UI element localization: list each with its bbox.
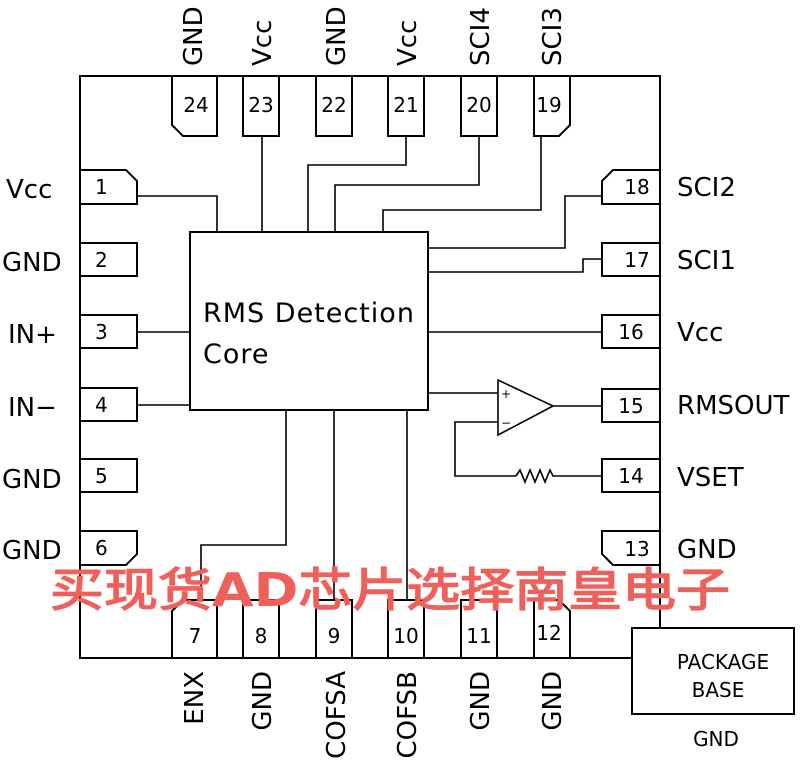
pin-16-name: Vcc bbox=[677, 318, 723, 348]
pin-12-number: 12 bbox=[536, 621, 561, 645]
pin-13-name: GND bbox=[677, 535, 737, 565]
opamp-minus-label: − bbox=[501, 416, 511, 430]
pin-18-name: SCI2 bbox=[677, 173, 736, 203]
pin-12: 12 GND bbox=[533, 599, 571, 731]
pin-2: 2 GND bbox=[2, 242, 138, 278]
pin-5: 5 GND bbox=[2, 458, 138, 495]
pin-23-number: 23 bbox=[248, 93, 273, 117]
pin-4-number: 4 bbox=[95, 393, 108, 417]
pin-22-number: 22 bbox=[321, 93, 346, 117]
pin-2-number: 2 bbox=[95, 248, 108, 272]
pin-19-number: 19 bbox=[536, 93, 561, 117]
pin-10: 10 COFSB bbox=[387, 599, 425, 758]
pin-20: 20 SCI4 bbox=[460, 7, 498, 137]
pin-9-name: COFSA bbox=[322, 671, 352, 759]
pin-10-number: 10 bbox=[393, 624, 418, 648]
pin-3-number: 3 bbox=[95, 320, 108, 344]
package-base-label-line1: PACKAGE bbox=[677, 650, 769, 674]
pin-21-number: 21 bbox=[393, 93, 418, 117]
pin-9-number: 9 bbox=[328, 624, 341, 648]
pin-24: 24 GND bbox=[171, 6, 218, 137]
pin-4: 4 IN− bbox=[8, 387, 138, 423]
pin-6: 6 GND bbox=[2, 530, 138, 566]
pin-13-number: 13 bbox=[624, 537, 649, 561]
pin-15-name: RMSOUT bbox=[677, 391, 789, 421]
watermark-text: 买现货AD芯片选择南皇电子 bbox=[50, 563, 730, 617]
pin-22: 22 GND bbox=[315, 6, 353, 137]
pin-8-number: 8 bbox=[255, 624, 268, 648]
package-base-label-line2: BASE bbox=[692, 678, 745, 702]
pin-17-number: 17 bbox=[624, 248, 649, 272]
pin-23-name: Vcc bbox=[248, 20, 278, 66]
pin-6-name: GND bbox=[2, 536, 62, 566]
pin-13: 13 GND bbox=[601, 530, 737, 566]
pin-6-number: 6 bbox=[95, 536, 108, 560]
pin-11-name: GND bbox=[466, 671, 496, 731]
pin-17: 17 SCI1 bbox=[601, 242, 736, 277]
pin-16-number: 16 bbox=[618, 320, 643, 344]
pin-16: 16 Vcc bbox=[601, 314, 723, 349]
wiring bbox=[137, 136, 602, 600]
pin-4-name: IN− bbox=[8, 393, 57, 423]
pin-7-number: 7 bbox=[189, 624, 202, 648]
pin-14-number: 14 bbox=[618, 464, 643, 488]
package-base-box bbox=[631, 627, 795, 715]
pin-20-name: SCI4 bbox=[466, 7, 496, 66]
pin-7-name: ENX bbox=[180, 671, 210, 725]
pin-5-name: GND bbox=[2, 465, 62, 495]
pin-5-number: 5 bbox=[95, 464, 108, 488]
pin-21-name: Vcc bbox=[393, 20, 423, 66]
pin-3-name: IN+ bbox=[8, 320, 57, 350]
pin-14-name: VSET bbox=[677, 463, 744, 493]
pin-19: 19 SCI3 bbox=[533, 7, 571, 137]
pin-7: 7 ENX bbox=[171, 599, 218, 725]
pin-21: 21 Vcc bbox=[387, 20, 425, 137]
package-outline bbox=[79, 75, 661, 659]
pin-10-name: COFSB bbox=[393, 671, 423, 758]
pin-1-name: Vcc bbox=[6, 175, 52, 205]
opamp-plus-label: + bbox=[501, 387, 511, 401]
pin-11: 11 GND bbox=[460, 599, 498, 731]
pin-17-name: SCI1 bbox=[677, 246, 736, 276]
pin-9: 9 COFSA bbox=[315, 599, 353, 759]
pin-18-number: 18 bbox=[624, 175, 649, 199]
pin-8: 8 GND bbox=[242, 599, 280, 731]
pin-24-number: 24 bbox=[183, 93, 208, 117]
pin-19-name: SCI3 bbox=[538, 7, 568, 66]
pin-3: 3 IN+ bbox=[8, 314, 138, 350]
core-label-line2: Core bbox=[203, 339, 270, 370]
pin-18: 18 SCI2 bbox=[601, 169, 736, 205]
pin-24-name: GND bbox=[179, 6, 209, 66]
package-base-pin-name: GND bbox=[693, 727, 739, 751]
pin-23: 23 Vcc bbox=[242, 20, 280, 137]
pin-15-number: 15 bbox=[618, 394, 643, 418]
pin-22-name: GND bbox=[322, 6, 352, 66]
pin-12-name: GND bbox=[538, 671, 568, 731]
rms-detection-core bbox=[189, 231, 429, 411]
pin-14: 14 VSET bbox=[601, 458, 744, 493]
core-label-line1: RMS Detection bbox=[203, 298, 415, 329]
pin-11-number: 11 bbox=[466, 624, 491, 648]
pin-2-name: GND bbox=[2, 248, 62, 278]
pin-1: 1 Vcc bbox=[6, 169, 138, 205]
pin-15: 15 RMSOUT bbox=[601, 388, 789, 423]
pin-8-name: GND bbox=[248, 671, 278, 731]
pin-20-number: 20 bbox=[466, 93, 491, 117]
opamp: + − bbox=[497, 378, 555, 437]
pin-1-number: 1 bbox=[95, 175, 108, 199]
